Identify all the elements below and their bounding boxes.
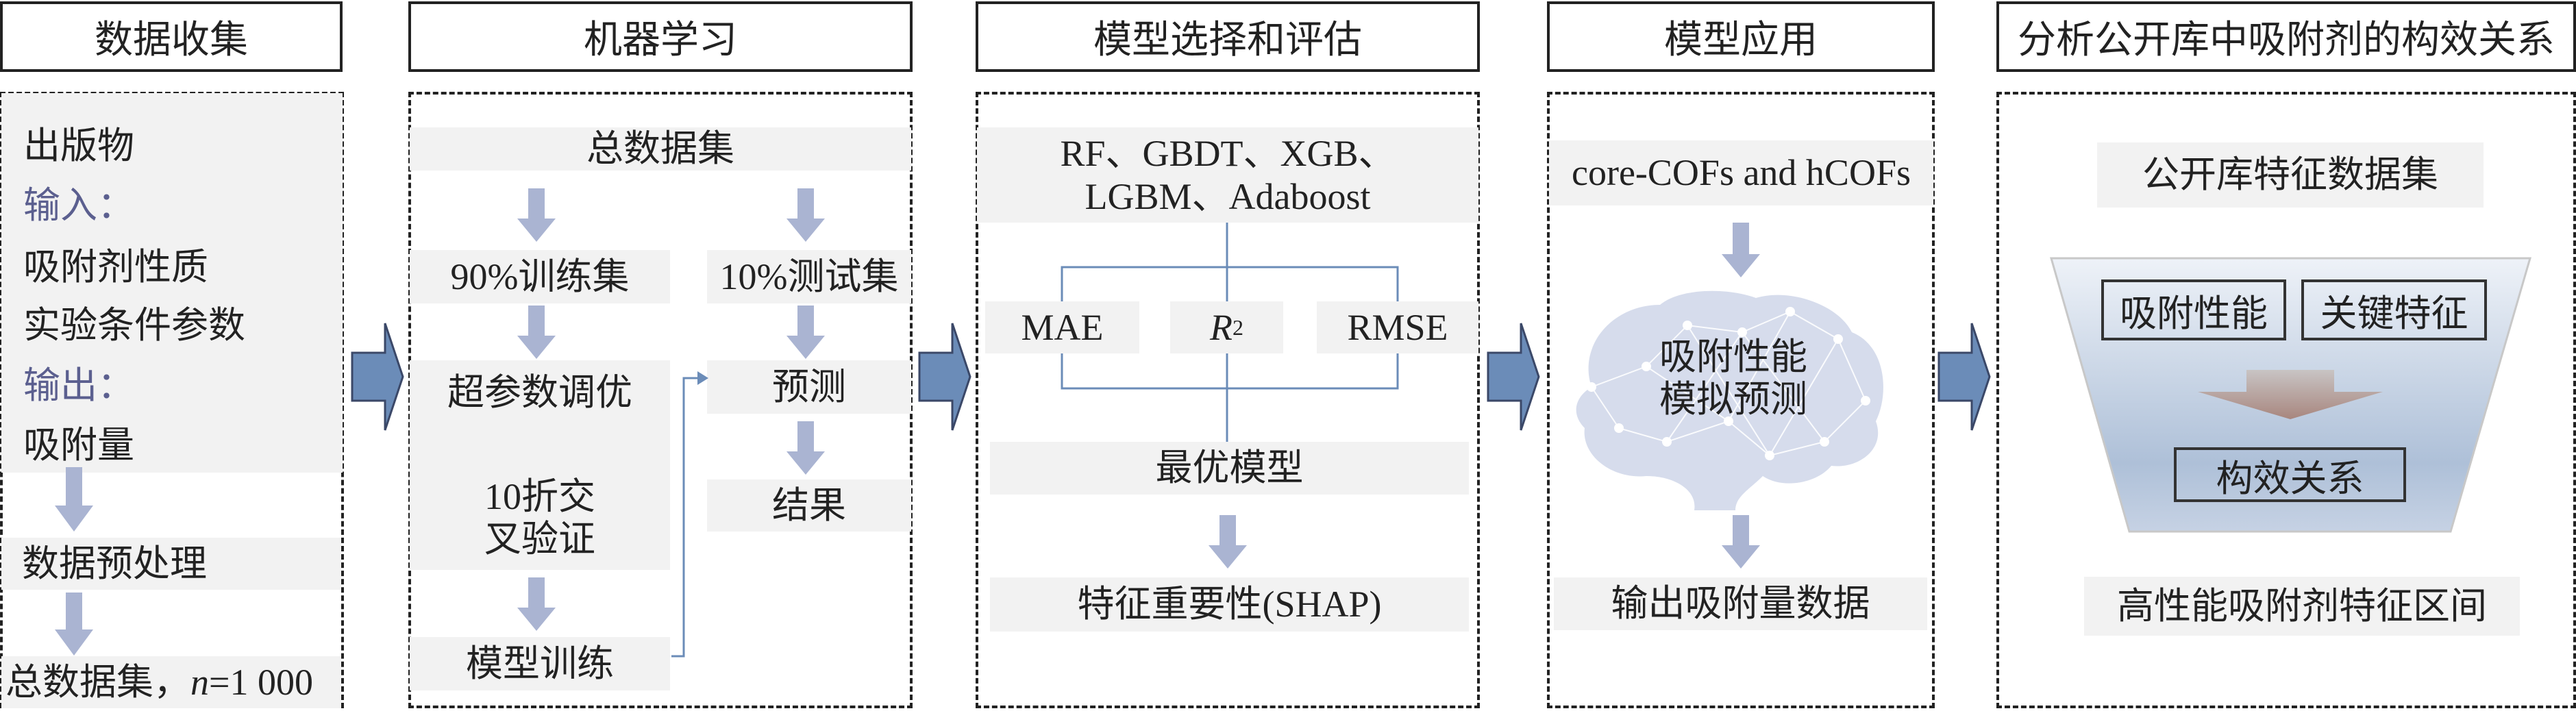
stage-arrow-2 bbox=[918, 323, 971, 431]
high-performance-range-box: 高性能吸附剂特征区间 bbox=[2084, 577, 2520, 636]
down-arrow bbox=[517, 305, 556, 359]
preprocess-step: 数据预处理 bbox=[1, 538, 341, 590]
r2-superscript: 2 bbox=[1233, 314, 1243, 340]
feature-importance-box: 特征重要性(SHAP) bbox=[990, 577, 1469, 632]
down-arrow bbox=[55, 592, 93, 656]
stage-arrow-3 bbox=[1487, 323, 1540, 431]
n-value: =1 000 bbox=[209, 661, 313, 703]
down-arrow bbox=[787, 305, 825, 359]
stage-header-machine-learning: 机器学习 bbox=[408, 1, 913, 72]
cross-validation-label: 10折交叉验证 bbox=[484, 475, 595, 560]
model-training-box: 模型训练 bbox=[410, 637, 670, 690]
stage-arrow-1 bbox=[351, 323, 404, 431]
model-list-line: RF、GBDT、XGB、 bbox=[1060, 133, 1396, 175]
dataset-label: 总数据集， bbox=[5, 661, 190, 703]
adsorption-performance-box: 吸附性能 bbox=[2101, 279, 2286, 340]
r2-symbol: R bbox=[1210, 306, 1233, 348]
model-list-line: LGBM、Adaboost bbox=[1085, 175, 1371, 217]
down-arrow bbox=[1209, 515, 1247, 569]
funnel-arrow bbox=[2198, 370, 2383, 419]
connector-arrow bbox=[671, 371, 708, 658]
public-dataset-box: 公开库特征数据集 bbox=[2097, 142, 2484, 208]
panel-model-selection bbox=[976, 92, 1480, 708]
output-data-box: 输出吸附量数据 bbox=[1554, 577, 1927, 630]
stage-header-model-selection: 模型选择和评估 bbox=[976, 1, 1480, 72]
result-box: 结果 bbox=[707, 479, 911, 532]
data-source-block bbox=[1, 93, 343, 473]
metric-mae: MAE bbox=[985, 301, 1139, 353]
input-item: 吸附剂性质 bbox=[23, 247, 208, 288]
cof-input-box: core-COFs and hCOFs bbox=[1549, 140, 1933, 205]
down-arrow bbox=[787, 188, 825, 242]
output-item: 吸附量 bbox=[23, 425, 134, 466]
model-candidates-box: RF、GBDT、XGB、 LGBM、Adaboost bbox=[977, 127, 1478, 223]
stage-header-data-collection: 数据收集 bbox=[0, 1, 343, 72]
key-features-box: 关键特征 bbox=[2301, 279, 2487, 340]
structure-property-box: 构效关系 bbox=[2174, 447, 2406, 502]
panel-structure-analysis bbox=[1996, 92, 2576, 708]
input-label: 输入： bbox=[23, 185, 134, 226]
input-item: 实验条件参数 bbox=[23, 305, 245, 346]
publications-label: 出版物 bbox=[23, 125, 134, 166]
down-arrow bbox=[1722, 223, 1760, 277]
predict-box: 预测 bbox=[707, 360, 911, 414]
brain-icon bbox=[1576, 290, 1883, 510]
down-arrow bbox=[787, 421, 825, 475]
down-arrow bbox=[1722, 515, 1760, 569]
total-dataset: 总数据集，n=1 000 bbox=[1, 656, 341, 708]
best-model-box: 最优模型 bbox=[990, 442, 1469, 495]
metric-rmse: RMSE bbox=[1317, 301, 1478, 353]
brain-label: 吸附性能 模拟预测 bbox=[1644, 336, 1822, 421]
test-set-box: 10%测试集 bbox=[707, 250, 911, 303]
down-arrow bbox=[517, 577, 556, 631]
total-dataset-box: 总数据集 bbox=[410, 127, 911, 171]
down-arrow bbox=[517, 188, 556, 242]
panel-model-application bbox=[1547, 92, 1935, 708]
stage-header-structure-analysis: 分析公开库中吸附剂的构效关系 bbox=[1996, 1, 2576, 72]
n-symbol: n bbox=[190, 661, 209, 703]
funnel bbox=[2050, 257, 2531, 533]
stage-arrow-4 bbox=[1937, 323, 1991, 431]
tuning-label: 超参数调优 bbox=[447, 372, 632, 413]
brain-label-line: 模拟预测 bbox=[1659, 379, 1807, 421]
train-set-box: 90%训练集 bbox=[410, 250, 670, 303]
stage-header-model-application: 模型应用 bbox=[1547, 1, 1935, 72]
brain-label-line: 吸附性能 bbox=[1659, 336, 1807, 377]
output-label: 输出： bbox=[23, 365, 134, 406]
hyperparameter-tuning-box: 超参数调优 10折交叉验证 bbox=[410, 360, 670, 570]
down-arrow bbox=[55, 467, 93, 532]
